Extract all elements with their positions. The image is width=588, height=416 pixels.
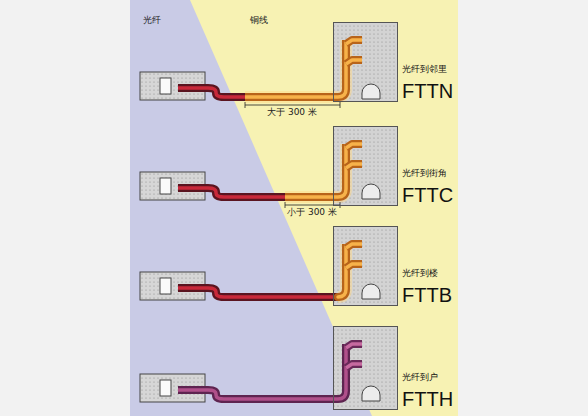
branch-cable-core [346,344,362,348]
dimension-line [285,205,340,206]
building-box: 光纤到户FTTH [333,326,398,410]
dimension-label: 小于 300 米 [287,208,337,218]
branch-cable [346,164,362,168]
fiber-cable [178,288,340,297]
region-label: 光纤 [143,16,161,26]
building-box: 光纤到邻里FTTN [333,22,398,102]
building-texture [333,226,398,306]
dimension-tick [340,202,341,208]
region-label: 铜线 [250,16,268,26]
copper-glow [245,40,346,97]
dimension-line [245,105,340,106]
building-caption: 光纤到楼 [402,269,438,279]
building-caption: 光纤到户 [402,373,438,383]
branch-cable-core [346,244,362,248]
building-caption: 光纤到邻里 [402,65,447,75]
copper-cable [245,40,346,97]
branch-cable-core [346,364,362,368]
copper-region [130,0,458,416]
dimension-label: 大于 300 米 [267,108,317,118]
branch-cable [346,344,362,348]
fiber-cable [178,188,285,197]
modem-dome [362,284,380,299]
modem-dome [362,386,380,401]
acronym-label: FTTC [402,185,453,205]
copper-glow [338,244,346,297]
branch-cable [346,364,362,368]
fiber-cable [178,88,245,97]
fiber-cable-core [178,88,245,97]
fiber-cable-core [178,288,340,297]
office-door [160,178,171,194]
copper-cable [338,244,346,297]
building-box: 光纤到街角FTTC [333,126,398,206]
office-door [160,380,171,396]
fiber-cable-core [178,344,346,399]
copper-glow [285,144,346,197]
acronym-label: FTTB [402,285,452,305]
dimension-tick [245,102,246,108]
branch-cable-core [346,264,362,268]
branch-cable-core [346,144,362,148]
copper-cable-core [245,40,346,97]
building-fill [333,226,398,306]
acronym-label: FTTN [402,81,453,101]
branch-cable [346,40,362,44]
copper-cable-core [338,244,346,297]
modem-dome [362,84,380,99]
branch-cable [346,264,362,268]
building-caption: 光纤到街角 [402,169,447,179]
building-box: 光纤到楼FTTB [333,226,398,306]
acronym-label: FTTH [402,389,453,409]
fiber-cable-core [178,188,285,197]
branch-cable-core [346,164,362,168]
dimension-tick [285,202,286,208]
dimension-tick [340,102,341,108]
office-door [160,78,171,94]
branch-cable [346,60,362,64]
branch-cable-core [346,40,362,44]
branch-cable [346,244,362,248]
office-door [160,278,171,294]
branch-cable [346,144,362,148]
copper-cable-core [285,144,346,197]
branch-cable-core [346,60,362,64]
modem-dome [362,184,380,199]
copper-cable [285,144,346,197]
fiber-cable [178,344,346,399]
